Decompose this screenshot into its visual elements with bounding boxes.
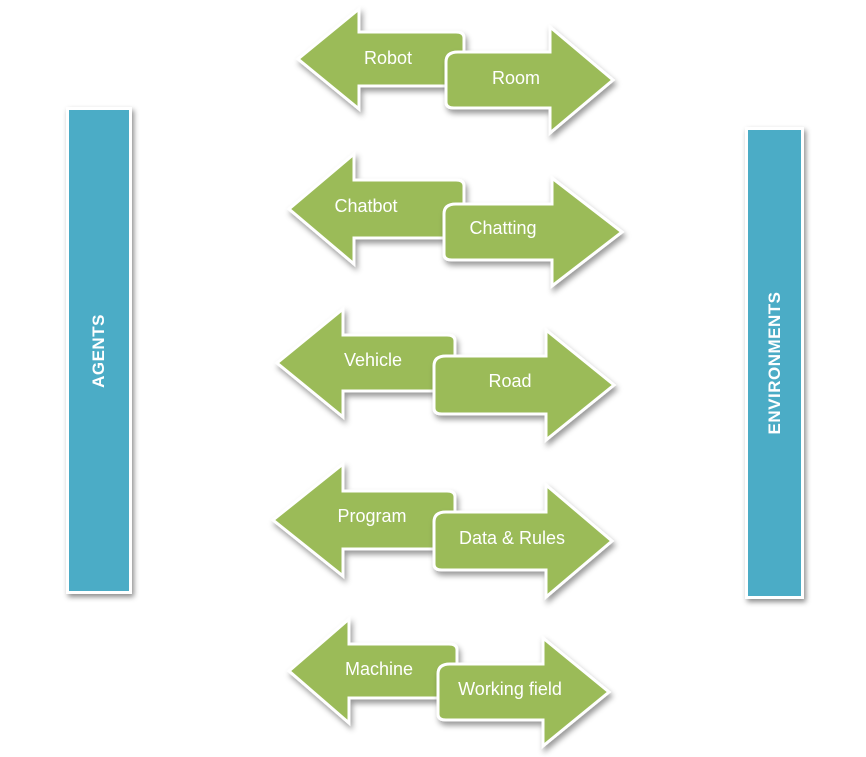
environment-label: Room [492, 68, 540, 88]
environment-label: Working field [458, 679, 562, 699]
agent-label: Machine [345, 659, 413, 679]
agent-label: Program [337, 506, 406, 526]
environment-arrow-working-field [436, 634, 612, 750]
environment-arrow-data-rules [432, 481, 615, 601]
environment-label: Data & Rules [459, 528, 565, 548]
agent-label: Chatbot [334, 196, 397, 216]
environments-bar: ENVIRONMENTS [745, 127, 804, 599]
environment-arrow-room [444, 23, 616, 137]
agents-bar: AGENTS [66, 107, 132, 594]
environment-label: Road [488, 371, 531, 391]
agent-label: Vehicle [344, 350, 402, 370]
environment-arrow-chatting [442, 174, 625, 290]
agent-label: Robot [364, 48, 412, 68]
environment-arrow-road [432, 326, 617, 444]
environment-label: Chatting [469, 218, 536, 238]
